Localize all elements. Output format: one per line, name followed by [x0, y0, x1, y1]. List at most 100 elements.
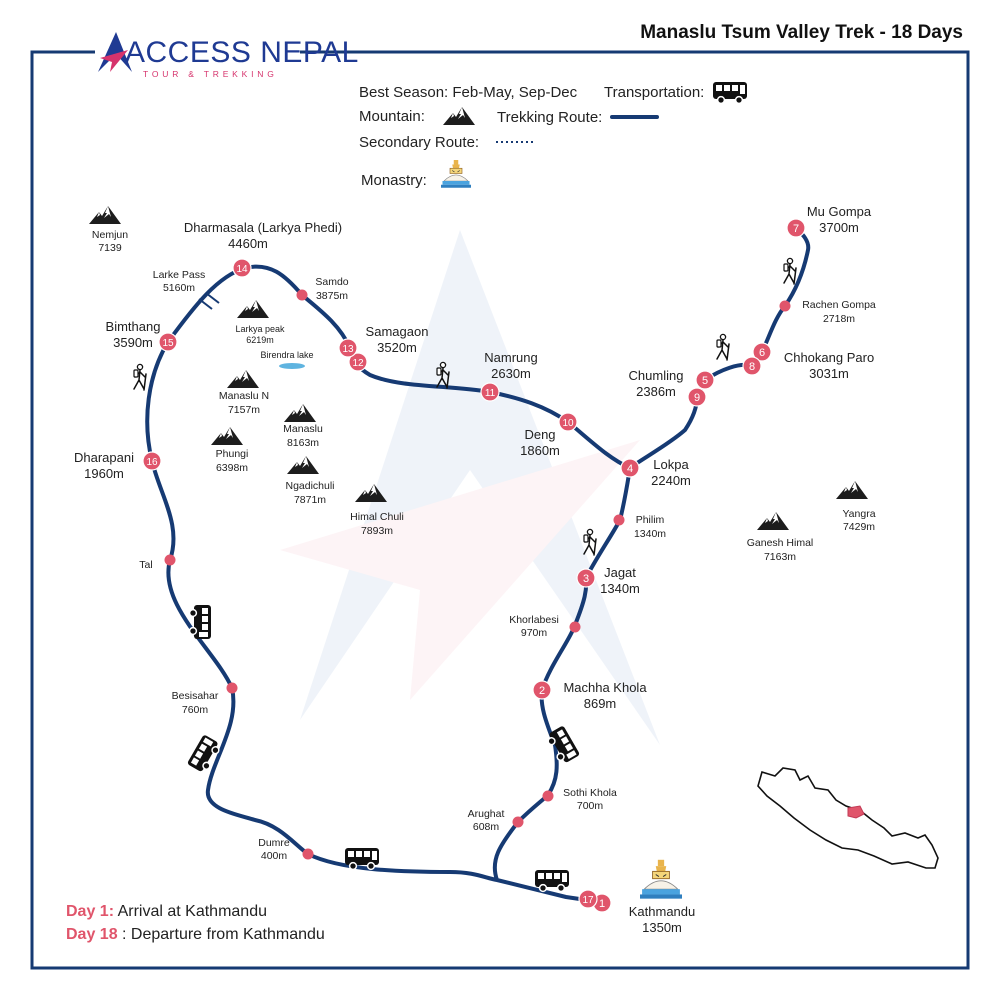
stop-marker: 5: [695, 370, 715, 390]
bus-icon: [186, 733, 224, 776]
stop-label-name: Dharapani: [74, 450, 134, 465]
waypoint-label: Dumre: [258, 837, 290, 849]
pass-label: Larke Pass: [153, 269, 206, 281]
waypoint-tal: [164, 554, 176, 566]
mountain-label: Himal Chuli: [350, 511, 404, 523]
larke-pass-marker: [198, 292, 220, 310]
waypoint-dumre: [302, 848, 314, 860]
stop-label-name: Deng: [524, 427, 555, 442]
watermark-logo: [280, 230, 660, 745]
waypoint-samdo: [296, 289, 308, 301]
monastery-icon: [639, 859, 683, 900]
day-text: Arrival at Kathmandu: [114, 903, 267, 920]
waypoint-label: 970m: [521, 627, 548, 639]
waypoint-label: Rachen Gompa: [802, 299, 876, 311]
waypoint-arughat: [512, 816, 524, 828]
waypoint-label: 3875m: [316, 290, 348, 302]
mountain-label: 7871m: [294, 494, 326, 506]
stop-marker: 2: [532, 680, 552, 700]
stop-label-name: Machha Khola: [563, 680, 647, 695]
mountain-icon: [237, 300, 269, 318]
stop-label-alt: 1860m: [520, 443, 560, 458]
day-text: : Departure from Kathmandu: [117, 926, 325, 943]
stop-label-alt: 1340m: [600, 581, 640, 596]
waypoint-besisahar: [226, 682, 238, 694]
legend-mountain: Mountain:: [359, 108, 425, 125]
stop-marker: 12: [348, 352, 368, 372]
mountain-label: Larkya peak: [235, 324, 285, 334]
pass-label: 5160m: [163, 282, 195, 294]
mountain-icon: [89, 206, 121, 224]
waypoint-label: Tal: [139, 559, 152, 571]
stop-label-alt: 1960m: [84, 466, 124, 481]
svg-text:16: 16: [146, 457, 158, 468]
legend-trekking-route: Trekking Route:: [497, 109, 603, 126]
stop-label-alt: 2386m: [636, 384, 676, 399]
waypoint-label: Khorlabesi: [509, 614, 559, 626]
stop-marker: 13: [338, 338, 358, 358]
stop-label-alt: 3590m: [113, 335, 153, 350]
waypoint-label: Besisahar: [172, 690, 219, 702]
stop-marker: 16: [142, 451, 162, 471]
legend-best-season: Best Season: Feb-May, Sep-Dec: [359, 84, 578, 101]
bus-icon: [534, 869, 570, 893]
waypoint-label: 608m: [473, 821, 500, 833]
svg-text:1: 1: [599, 898, 605, 910]
svg-text:13: 13: [342, 344, 354, 355]
stop-marker: 11: [480, 382, 500, 402]
waypoint-label: 400m: [261, 850, 288, 862]
stop-label-name: Jagat: [604, 565, 636, 580]
mountain-label: Ganesh Himal: [747, 537, 814, 549]
stop-label-name: Namrung: [484, 350, 537, 365]
svg-text:2: 2: [539, 685, 545, 697]
stop-label-name: Bimthang: [106, 319, 161, 334]
stop-label-alt: 3700m: [819, 220, 859, 235]
waypoint-label: Samdo: [315, 276, 348, 288]
stop-label-name: Samagaon: [366, 324, 429, 339]
hiker-icon: [583, 528, 597, 556]
logo-mark-icon: [98, 32, 132, 72]
stop-label-alt: 1350m: [642, 920, 682, 935]
svg-text:10: 10: [562, 418, 574, 429]
day-key: Day 18: [66, 926, 118, 943]
svg-text:3: 3: [583, 573, 589, 585]
svg-text:5: 5: [702, 375, 708, 387]
hiker-icon: [133, 363, 147, 391]
stop-marker: 8: [742, 356, 762, 376]
stop-marker: 7: [786, 218, 806, 238]
logo-tagline: TOUR & TREKKING: [143, 69, 278, 79]
logo-name: ACCESS NEPAL: [125, 36, 359, 69]
svg-text:7: 7: [793, 223, 799, 235]
stop-label-name: Mu Gompa: [807, 204, 872, 219]
stop-label-alt: 4460m: [228, 236, 268, 251]
day-key: Day 1:: [66, 903, 115, 920]
waypoint-label: 1340m: [634, 528, 666, 540]
day-arrival: Day 1: Arrival at Kathmandu: [66, 903, 267, 921]
mountain-label: 7429m: [843, 521, 875, 533]
hiker-icon: [716, 333, 730, 361]
bus-icon: [188, 604, 212, 640]
stop-label-name: Chhokang Paro: [784, 350, 874, 365]
mountain-icon: [836, 481, 868, 499]
mountain-label: 8163m: [287, 437, 319, 449]
mountain-label: Manaslu: [283, 423, 323, 435]
birendra-lake: [279, 363, 305, 369]
stop-marker: 6: [752, 342, 772, 362]
mountain-label: Ngadichuli: [285, 480, 334, 492]
mountain-icon: [287, 456, 319, 474]
waypoint-label: 2718m: [823, 313, 855, 325]
waypoint-philim: [613, 514, 625, 526]
stop-marker: 3: [576, 568, 596, 588]
mountain-label: 7139: [98, 242, 122, 254]
stop-label-alt: 869m: [584, 696, 617, 711]
stop-marker: 9: [687, 387, 707, 407]
hiker-icon: [783, 257, 797, 285]
waypoint-label: 760m: [182, 704, 209, 716]
legend-monastery: Monastry:: [361, 172, 427, 189]
stop-label-name: Dharmasala (Larkya Phedi): [184, 220, 342, 235]
waypoint-label: 700m: [577, 800, 604, 812]
svg-text:11: 11: [485, 388, 496, 399]
mountain-label: Phungi: [216, 448, 249, 460]
mountain-label: Yangra: [842, 508, 875, 520]
waypoint-khorlabesi: [569, 621, 581, 633]
